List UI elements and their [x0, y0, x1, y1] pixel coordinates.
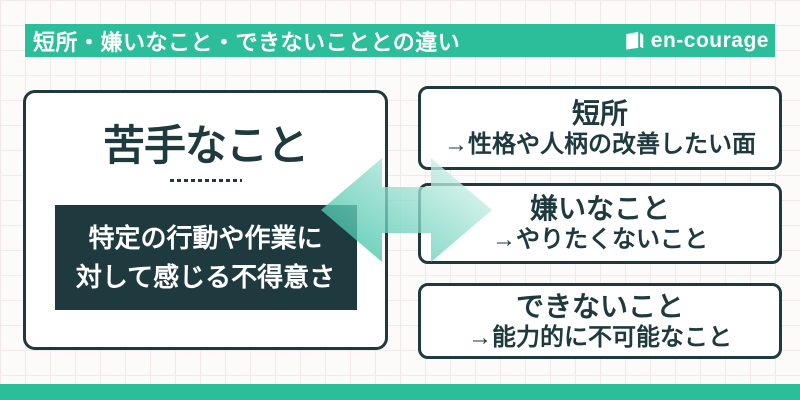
- right-box-kirai: 嫌いなこと →やりたくないこと: [418, 183, 782, 264]
- right-box-description: →やりたくないこと: [492, 226, 708, 253]
- right-box-tansho: 短所 →性格や人柄の改善したい面: [418, 86, 782, 170]
- left-panel-title: 苦手なこと: [102, 122, 309, 169]
- dashed-divider: [169, 179, 242, 183]
- header-bar: 短所・嫌いなこと・できないこととの違い en-courage: [25, 24, 775, 57]
- right-box-dekinai: できないこと →能力的に不可能なこと: [418, 283, 782, 359]
- right-box-title: できないこと: [515, 290, 684, 322]
- left-panel-nigate: 苦手なこと 特定の行動や作業に 対して感じる不得意さ: [23, 90, 388, 350]
- left-description-box: 特定の行動や作業に 対して感じる不得意さ: [54, 205, 357, 311]
- book-icon: [624, 30, 646, 51]
- brand-logo-text: en-courage: [650, 28, 769, 52]
- brand-logo: en-courage: [624, 29, 769, 53]
- left-description-line2: 対して感じる不得意さ: [75, 261, 336, 292]
- right-box-title: 嫌いなこと: [529, 193, 670, 224]
- right-box-title: 短所: [571, 97, 628, 129]
- bottom-accent-bar: [0, 384, 800, 400]
- right-box-description: →能力的に不可能なこと: [468, 323, 732, 351]
- right-box-description: →性格や人柄の改善したい面: [444, 130, 756, 158]
- left-description-line1: 特定の行動や作業に: [88, 222, 323, 253]
- page-title: 短所・嫌いなこと・できないこととの違い: [33, 29, 461, 55]
